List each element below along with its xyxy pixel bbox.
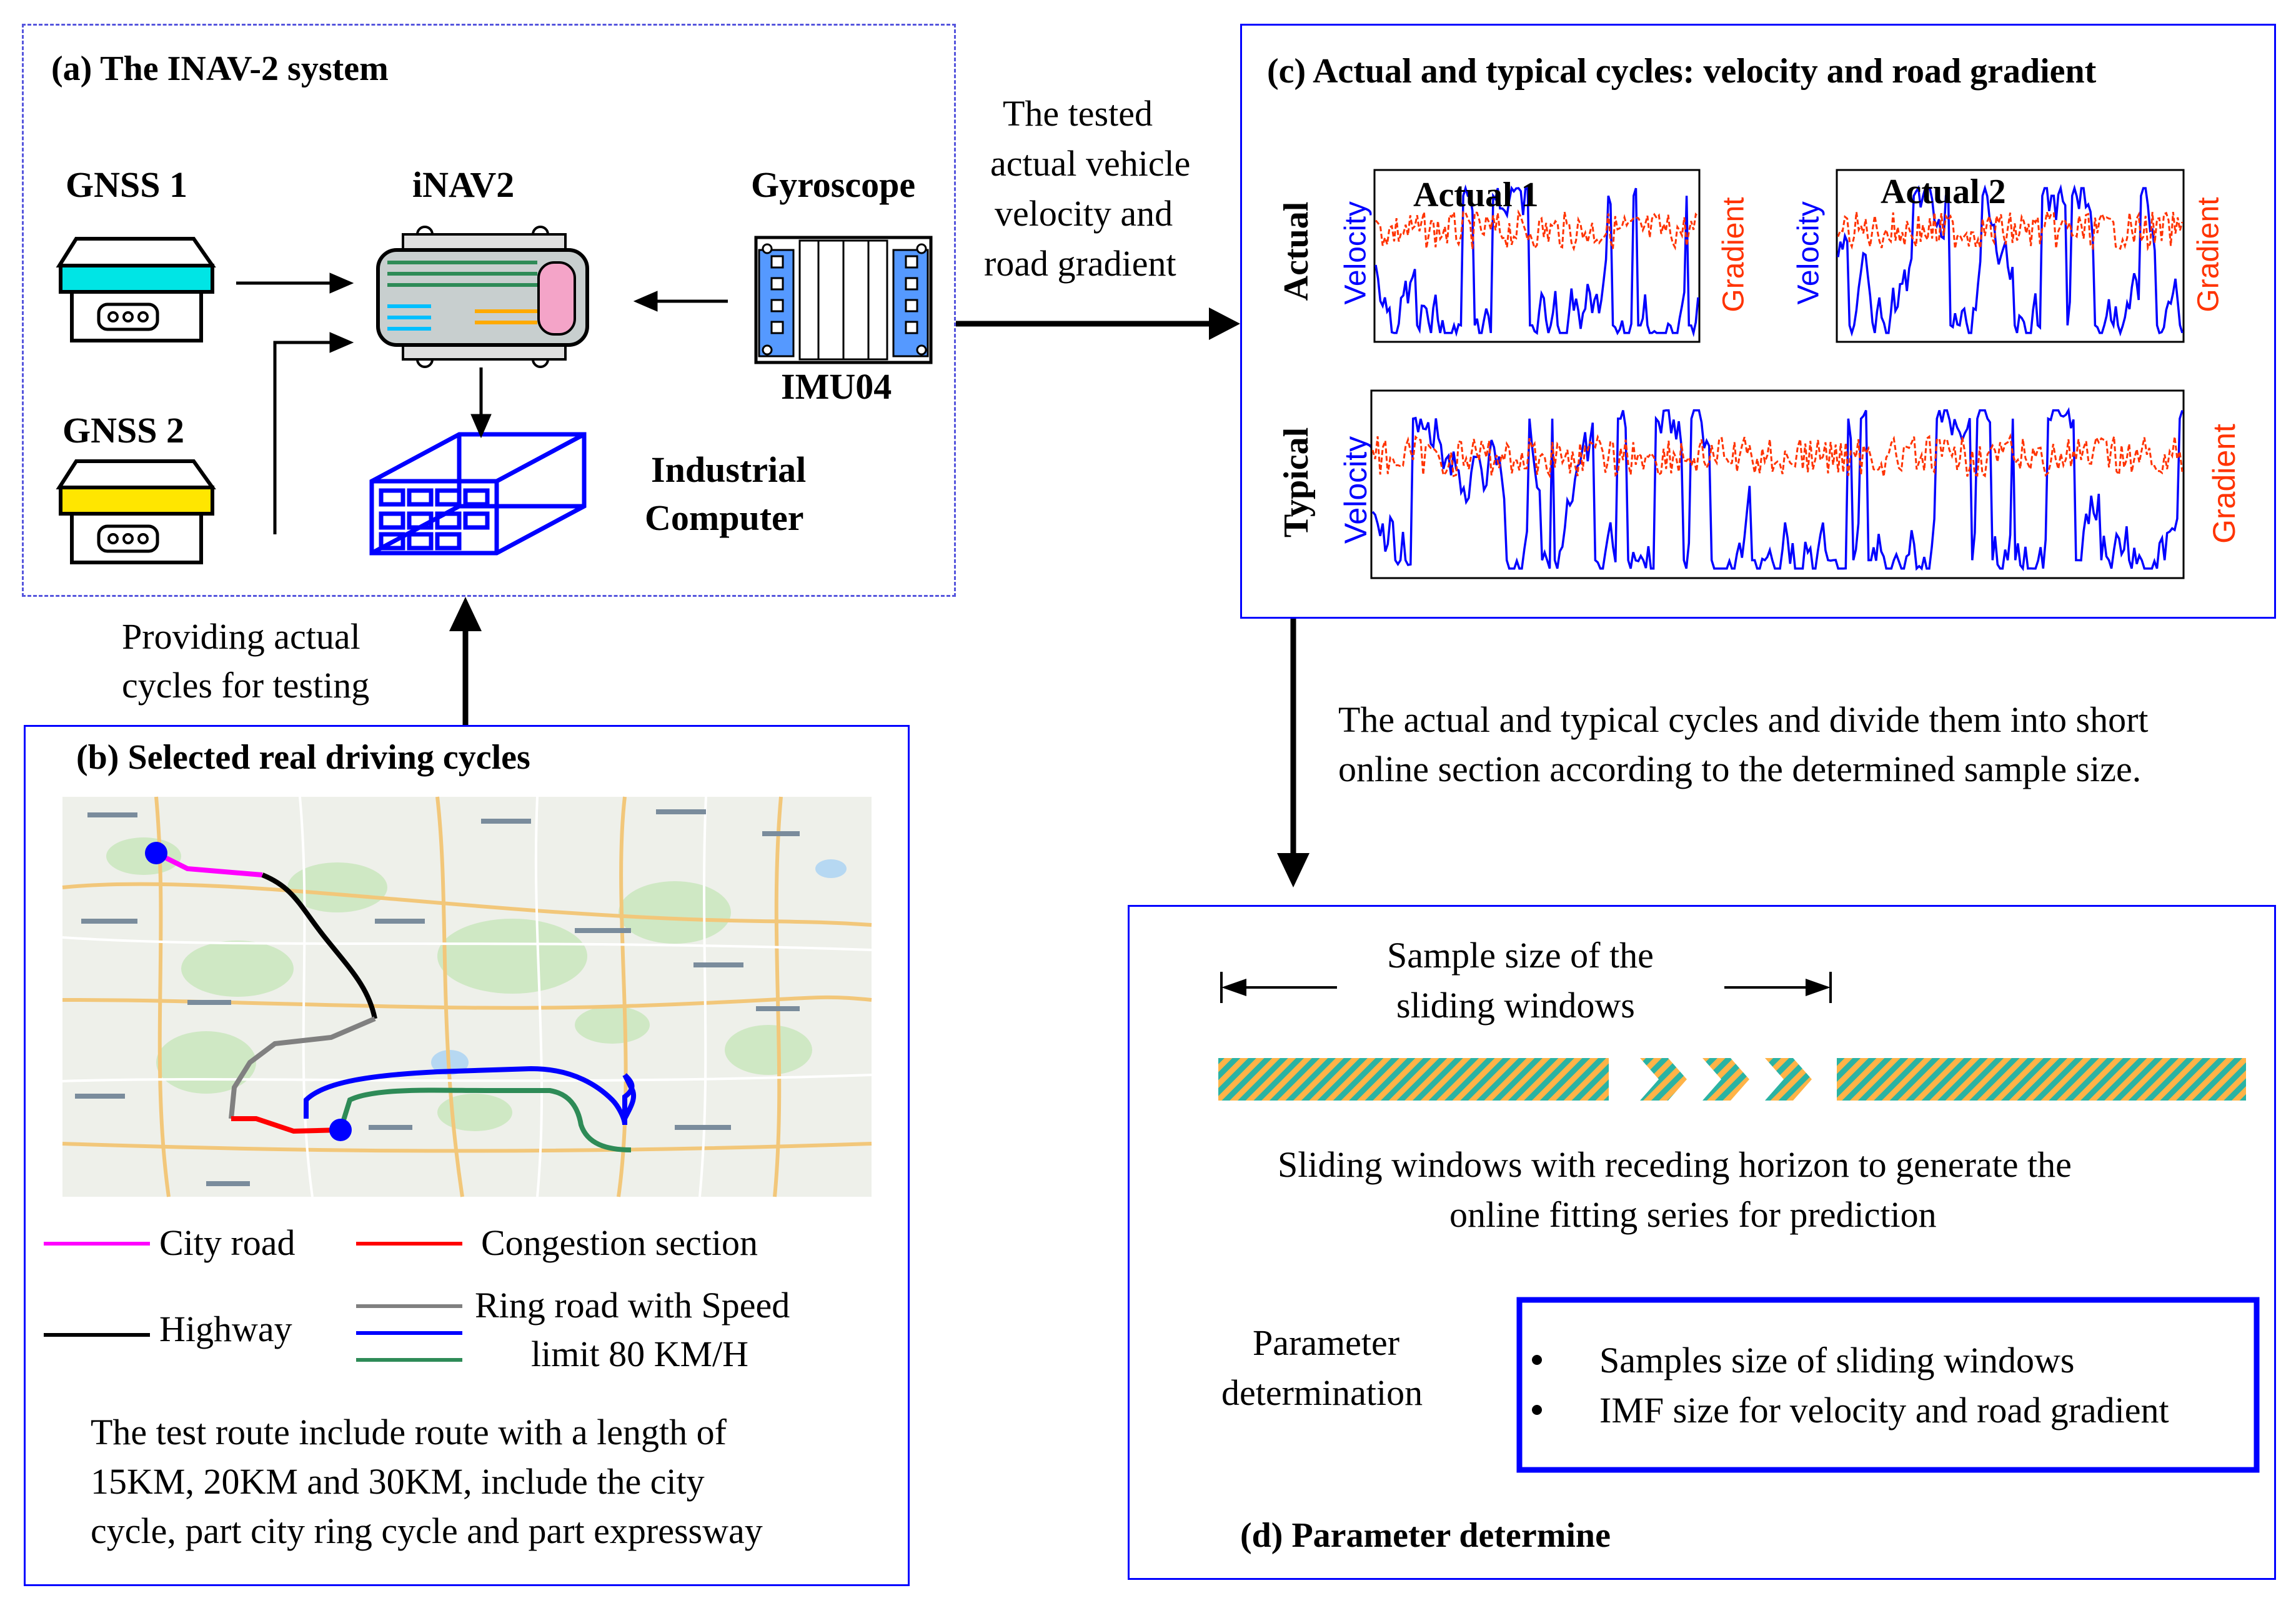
arrow-c-to-d-label-2: online section according to the determin… [1338, 749, 2142, 789]
actual2-gradient-trace [1837, 211, 2184, 252]
route-ring-blue [304, 1066, 637, 1126]
arrow-b-to-a-label-1: Providing actual [122, 616, 360, 657]
actual1-gradient-trace [1374, 209, 1699, 252]
arrow-a-to-c-label-2: actual vehicle [990, 143, 1191, 184]
route-ring-green [338, 1087, 632, 1152]
sample-size-label-2: sliding windows [1396, 985, 1635, 1026]
computer-label-2: Computer [645, 497, 804, 538]
route-city-road [155, 851, 263, 877]
route-congestion [231, 1116, 341, 1134]
arrow-a-to-c-head [1209, 307, 1240, 340]
actual1-velocity-trace [1374, 184, 1699, 337]
window-bar-right [1837, 1058, 2246, 1101]
bullet-item-1: Samples size of sliding windows [1599, 1340, 2075, 1381]
arrow-b-to-a-label-2: cycles for testing [122, 665, 370, 706]
bullet-item-2: IMF size for velocity and road gradient [1599, 1390, 2169, 1431]
gnss2-label: GNSS 2 [62, 410, 185, 451]
bullet-dot-1 [1532, 1355, 1542, 1365]
legend-highway-swatch [44, 1333, 150, 1337]
panel-b-desc-1: The test route include route with a leng… [91, 1412, 727, 1452]
arrow-a-to-c-label-3: velocity and [995, 193, 1173, 234]
industrial-computer-icon [369, 432, 587, 556]
route-ring-gray [229, 1016, 376, 1119]
window-chevron-3 [1765, 1058, 1812, 1101]
arrow-a-to-c-label-1: The tested [1003, 93, 1153, 134]
panel-b-desc-2: 15KM, 20KM and 30KM, include the city [91, 1461, 705, 1502]
arrow-c-to-d-head [1277, 853, 1310, 887]
window-chevron-2 [1702, 1058, 1749, 1101]
actual2-velocity-trace [1837, 184, 2184, 337]
panel-d [1128, 905, 2276, 1580]
panel-b-desc-3: cycle, part city ring cycle and part exp… [91, 1511, 763, 1551]
legend-ring-blue-swatch [356, 1331, 462, 1335]
legend-ring-gray-swatch [356, 1304, 462, 1308]
inav2-device-icon [376, 226, 589, 368]
legend-ring-label-2: limit 80 KM/H [531, 1334, 749, 1374]
inav-label: iNAV2 [412, 164, 515, 205]
legend-congestion-swatch [356, 1242, 462, 1246]
window-bar-left [1218, 1058, 1609, 1101]
gnss1-receiver-icon [56, 237, 216, 342]
route-start-marker [145, 842, 167, 864]
legend-ring-label-1: Ring road with Speed [475, 1285, 790, 1326]
panel-c [1240, 24, 2276, 619]
arrow-a-to-c-label-4: road gradient [984, 243, 1176, 284]
sample-size-label-1: Sample size of the [1387, 935, 1654, 976]
window-chevron-1 [1640, 1058, 1687, 1101]
typical-velocity-trace [1371, 407, 2184, 572]
route-highway [261, 872, 377, 1019]
panel-c-title: (c) Actual and typical cycles: velocity … [1267, 52, 2097, 91]
gyroscope-label: Gyroscope [751, 164, 916, 205]
arrow-b-to-a-head [449, 597, 482, 631]
panel-a-internal-arrows [236, 272, 728, 534]
parameter-box [1516, 1297, 2260, 1473]
legend-congestion-label: Congestion section [481, 1222, 758, 1263]
imu-label: IMU04 [781, 366, 892, 407]
gnss1-label: GNSS 1 [66, 164, 188, 205]
panel-a-title: (a) The INAV-2 system [51, 49, 389, 88]
actual2-title: Actual 2 [1881, 172, 2006, 211]
typical-gradient-trace [1371, 432, 2184, 479]
param-label-1: Parameter [1253, 1322, 1400, 1363]
legend-city-road-swatch [44, 1242, 150, 1246]
panel-d-title: (d) Parameter determine [1240, 1516, 1611, 1555]
sliding-desc-2: online fitting series for prediction [1449, 1194, 1937, 1235]
panel-a [22, 24, 956, 597]
legend-highway-label: Highway [159, 1309, 292, 1349]
param-label-2: determination [1221, 1372, 1423, 1413]
legend-ring-green-swatch [356, 1358, 462, 1362]
panel-b-title: (b) Selected real driving cycles [76, 738, 530, 777]
legend-city-road-label: City road [159, 1222, 296, 1263]
arrow-c-to-d-label-1: The actual and typical cycles and divide… [1338, 699, 2149, 740]
sliding-desc-1: Sliding windows with receding horizon to… [1278, 1144, 2072, 1185]
map-background [62, 796, 872, 1197]
bullet-dot-2 [1532, 1405, 1542, 1415]
computer-label-1: Industrial [651, 449, 807, 490]
actual1-title: Actual 1 [1413, 176, 1539, 214]
imu04-gyroscope-icon [754, 236, 933, 364]
gnss2-receiver-icon [56, 459, 216, 564]
route-end-marker [329, 1119, 352, 1141]
actual1-plot-frame [1373, 169, 1701, 343]
panel-b [24, 725, 910, 1586]
